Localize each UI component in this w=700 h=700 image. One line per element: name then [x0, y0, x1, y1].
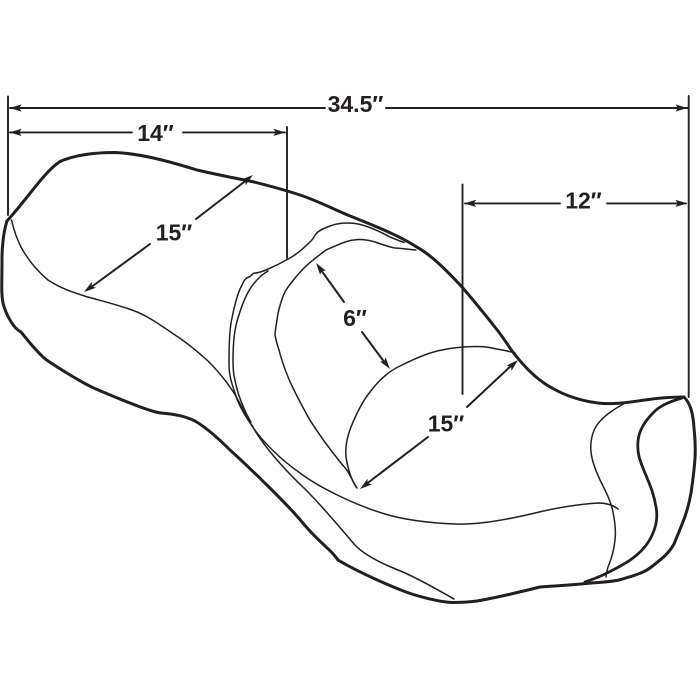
- svg-text:14″: 14″: [137, 120, 174, 146]
- svg-text:6″: 6″: [343, 305, 367, 331]
- svg-text:15″: 15″: [428, 411, 465, 437]
- svg-text:34.5″: 34.5″: [328, 91, 384, 117]
- svg-text:15″: 15″: [156, 220, 193, 246]
- svg-text:12″: 12″: [565, 188, 602, 214]
